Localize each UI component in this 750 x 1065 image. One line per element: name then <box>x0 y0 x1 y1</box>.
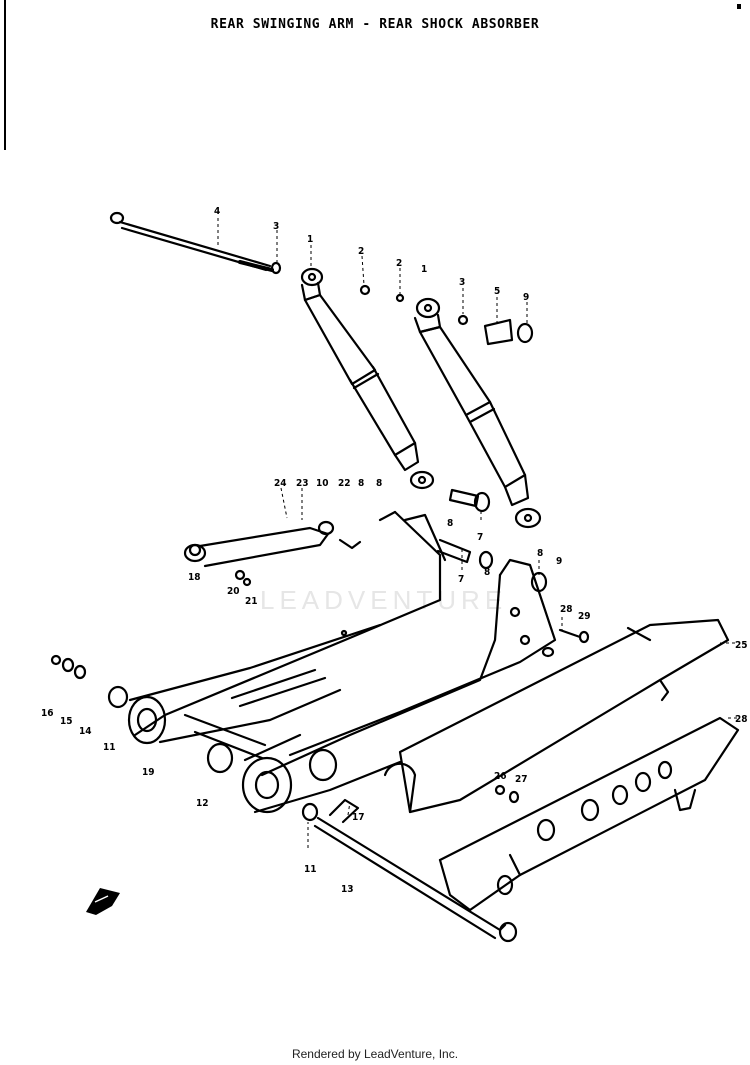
page-title: REAR SWINGING ARM - REAR SHOCK ABSORBER <box>210 17 540 32</box>
callout-11: 11 <box>103 742 116 753</box>
callout-12: 12 <box>196 798 209 809</box>
callout-8: 8 <box>484 567 490 578</box>
callout-18: 18 <box>188 572 201 583</box>
chain-case <box>383 618 730 814</box>
callout-26: 26 <box>494 771 507 782</box>
callout-15: 15 <box>60 716 73 727</box>
callout-25: 25 <box>735 640 748 651</box>
callout-28: 28 <box>735 714 748 725</box>
callout-9: 9 <box>556 556 562 567</box>
watermark: LEADVENTURE <box>260 585 508 615</box>
callout-7: 7 <box>477 532 483 543</box>
callout-5: 5 <box>494 286 500 297</box>
shock-mount-bolt <box>109 211 282 275</box>
callout-16: 16 <box>41 708 54 719</box>
callout-14: 14 <box>79 726 92 737</box>
corner-mark <box>737 4 741 9</box>
footer-credit: Rendered by LeadVenture, Inc. <box>291 1047 459 1061</box>
pivot-shaft <box>301 798 518 943</box>
callout-3: 3 <box>273 221 279 232</box>
callout-1: 1 <box>421 264 427 275</box>
callout-8: 8 <box>376 478 382 489</box>
callout-4: 4 <box>214 206 220 217</box>
callout-22: 22 <box>338 478 351 489</box>
right-shock-absorber <box>413 297 542 529</box>
left-shock-absorber <box>300 267 435 490</box>
pivot-washers <box>50 543 202 709</box>
left-border-line <box>4 0 6 150</box>
callout-7: 7 <box>458 574 464 585</box>
callout-20: 20 <box>227 586 240 597</box>
bushing-and-washer <box>359 284 534 346</box>
swing-arm-left-side <box>127 510 447 745</box>
callout-13: 13 <box>341 884 354 895</box>
lower-mount-bolts <box>436 488 548 593</box>
callout-19: 19 <box>142 767 155 778</box>
callout-10: 10 <box>316 478 329 489</box>
callout-29: 29 <box>578 611 591 622</box>
callout-28: 28 <box>560 604 573 615</box>
callout-8: 8 <box>447 518 453 529</box>
callout-3: 3 <box>459 277 465 288</box>
front-arrow-icon <box>86 888 120 915</box>
callout-21: 21 <box>245 596 258 607</box>
callout-17: 17 <box>352 812 365 823</box>
callout-2: 2 <box>396 258 402 269</box>
swing-arm-crossmember <box>183 713 338 782</box>
callout-2: 2 <box>358 246 364 257</box>
swing-arm-right-side <box>241 558 557 814</box>
callout-24: 24 <box>274 478 287 489</box>
callout-labels: 4 3 1 2 2 1 3 5 9 24 23 10 22 8 8 8 7 8 … <box>41 206 748 895</box>
callout-9: 9 <box>523 292 529 303</box>
callout-23: 23 <box>296 478 309 489</box>
callout-8: 8 <box>537 548 543 559</box>
callout-11: 11 <box>304 864 317 875</box>
chain-guard <box>438 716 740 912</box>
callout-1: 1 <box>307 234 313 245</box>
callout-8: 8 <box>358 478 364 489</box>
leader-lines <box>217 218 738 848</box>
guard-bolt <box>494 628 590 804</box>
torque-link <box>183 520 362 587</box>
callout-27: 27 <box>515 774 528 785</box>
